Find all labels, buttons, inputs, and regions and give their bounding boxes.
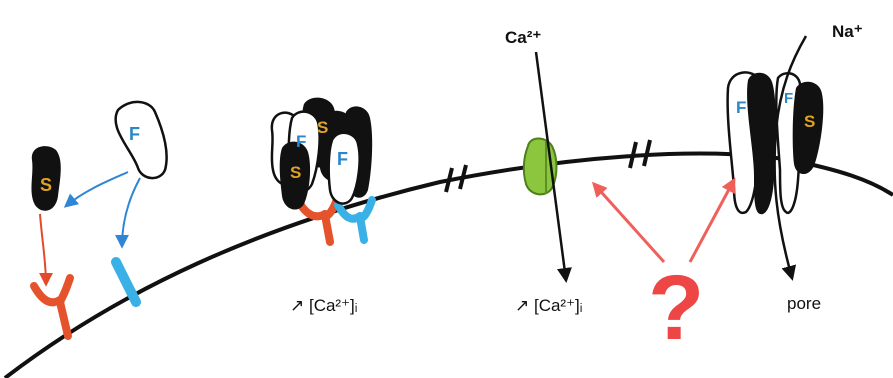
sodium-ion-label: Na⁺ bbox=[832, 22, 863, 41]
membrane-break-left bbox=[444, 164, 468, 193]
s-letter: S bbox=[317, 118, 328, 137]
s-letter: S bbox=[40, 175, 52, 195]
calcium-flux-arrow bbox=[534, 51, 572, 283]
pore-label: pore bbox=[787, 294, 822, 313]
calcium-concentration-label-mid: ↗ [Ca²⁺]ᵢ bbox=[515, 296, 583, 315]
blue-receptor-free bbox=[111, 257, 141, 307]
arrow-f-to-blue-receptor bbox=[115, 177, 141, 249]
cell-membrane bbox=[3, 151, 893, 378]
question-arrow-to-na-channel bbox=[688, 177, 736, 263]
f-letter: F bbox=[736, 98, 746, 117]
f-letter: F bbox=[784, 90, 793, 107]
question-mark: ? bbox=[648, 257, 705, 359]
sodium-flux-arrow bbox=[773, 35, 808, 281]
calcium-concentration-label-left: ↗ [Ca²⁺]ᵢ bbox=[290, 296, 358, 315]
arrow-s-to-red-receptor bbox=[38, 213, 53, 287]
membrane-break-right bbox=[628, 139, 652, 169]
bound-receptor-complex: F S S F bbox=[270, 97, 376, 246]
f-letter: F bbox=[337, 149, 348, 169]
sodium-channel-complex: F F S bbox=[726, 71, 824, 215]
f-letter: F bbox=[129, 124, 140, 144]
s-letter: S bbox=[290, 163, 301, 182]
s-subunit-free: S bbox=[31, 146, 61, 211]
s-letter: S bbox=[804, 112, 815, 131]
f-subunit-free: F bbox=[114, 100, 168, 180]
question-arrow-to-ca-channel bbox=[591, 181, 666, 264]
arrow-f-to-s bbox=[63, 171, 129, 208]
red-receptor-free bbox=[30, 274, 74, 340]
f-letter: F bbox=[296, 132, 306, 151]
calcium-ion-label: Ca²⁺ bbox=[505, 28, 542, 47]
